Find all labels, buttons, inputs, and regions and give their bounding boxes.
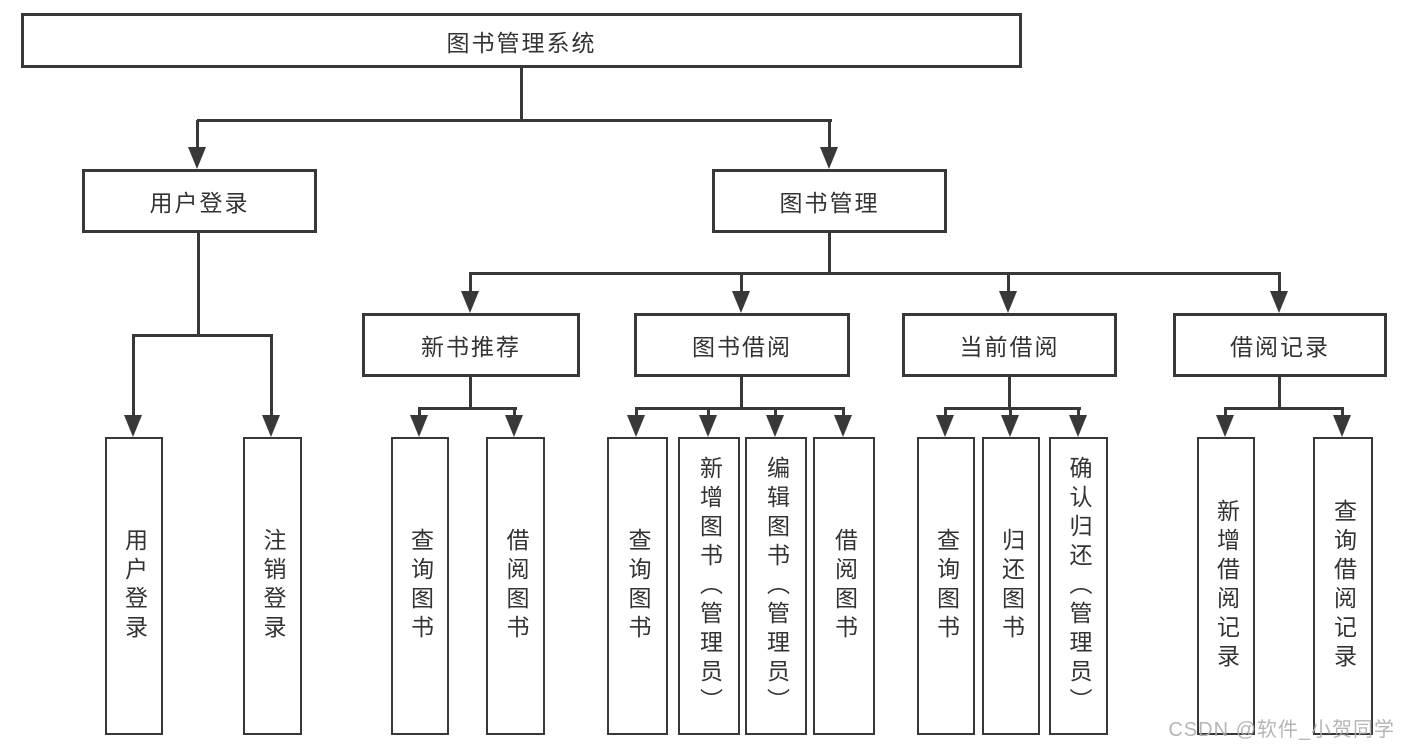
arrow-down-icon: [936, 415, 954, 437]
connector-line: [842, 408, 845, 419]
arrow-down-icon: [262, 415, 280, 437]
connector-line: [197, 119, 832, 122]
node-label: 当前借阅: [959, 334, 1060, 360]
connector-line: [1007, 273, 1010, 295]
node-label: 借阅图书: [503, 528, 529, 644]
node-label: 图书管理系统: [446, 29, 597, 56]
node-borrow-book-recommend: 借阅图书: [486, 437, 545, 735]
node-borrow-book: 借阅图书: [813, 437, 875, 735]
node-label: 编辑图书（管理员）: [763, 455, 790, 717]
node-user-login-op: 用户登录: [105, 437, 163, 735]
connector-line: [270, 335, 273, 419]
arrow-down-icon: [732, 291, 750, 313]
node-label: 查询图书: [933, 528, 960, 644]
arrow-down-icon: [1333, 415, 1351, 437]
arrow-down-icon: [820, 147, 838, 169]
arrow-down-icon: [699, 415, 717, 437]
node-add-borrow-record: 新增借阅记录: [1197, 437, 1255, 735]
connector-line: [132, 334, 273, 337]
connector-line: [944, 408, 947, 419]
node-label: 查询图书: [407, 528, 434, 644]
node-label: 借阅记录: [1230, 334, 1330, 360]
arrow-down-icon: [1069, 415, 1087, 437]
node-label: 确认归还（管理员）: [1066, 455, 1092, 717]
arrow-down-icon: [766, 415, 784, 437]
connector-line: [469, 273, 472, 295]
node-query-borrow-record: 查询借阅记录: [1313, 437, 1373, 735]
arrow-down-icon: [188, 147, 206, 169]
arrow-down-icon: [1270, 291, 1288, 313]
connector-line: [707, 408, 710, 419]
connector-line: [196, 120, 199, 151]
arrow-down-icon: [410, 415, 428, 437]
connector-line: [774, 408, 777, 419]
node-label: 图书管理: [779, 190, 880, 216]
connector-line: [740, 273, 743, 295]
node-query-book-recommend: 查询图书: [391, 437, 449, 735]
connector-line: [418, 407, 517, 410]
node-book-borrowing: 图书借阅: [634, 313, 850, 377]
connector-line: [1341, 408, 1344, 419]
arrow-down-icon: [124, 415, 142, 437]
connector-line: [828, 233, 831, 275]
connector-line: [1009, 408, 1012, 419]
node-label: 归还图书: [998, 528, 1025, 644]
node-label: 新增图书（管理员）: [696, 455, 723, 717]
node-label: 注销登录: [260, 528, 286, 644]
node-label: 用户登录: [121, 528, 148, 644]
node-label: 借阅图书: [831, 528, 858, 644]
arrow-down-icon: [461, 291, 479, 313]
connector-line: [740, 377, 743, 410]
node-label: 查询图书: [625, 528, 651, 644]
connector-line: [1224, 407, 1344, 410]
arrow-down-icon: [627, 415, 645, 437]
arrow-down-icon: [505, 415, 523, 437]
node-user-login: 用户登录: [82, 169, 317, 233]
connector-line: [944, 407, 1081, 410]
connector-line: [635, 408, 638, 419]
connector-line: [469, 377, 472, 410]
connector-line: [828, 120, 831, 151]
connector-line: [1278, 273, 1281, 295]
connector-line: [1224, 408, 1227, 419]
connector-line: [418, 408, 421, 419]
node-label: 图书借阅: [692, 334, 792, 360]
node-label: 用户登录: [149, 190, 250, 216]
connector-line: [520, 68, 523, 122]
node-confirm-return-admin: 确认归还（管理员）: [1049, 437, 1108, 735]
connector-line: [1077, 408, 1080, 419]
node-logout-op: 注销登录: [243, 437, 302, 735]
arrow-down-icon: [1216, 415, 1234, 437]
connector-line: [1008, 377, 1011, 410]
connector-line: [197, 233, 200, 337]
node-return-book: 归还图书: [982, 437, 1040, 735]
node-book-management: 图书管理: [712, 169, 947, 233]
node-query-book-borrow: 查询图书: [607, 437, 668, 735]
node-current-borrowing: 当前借阅: [902, 313, 1117, 377]
node-label: 新书推荐: [421, 334, 521, 360]
node-label: 查询借阅记录: [1330, 499, 1357, 673]
node-query-book-current: 查询图书: [917, 437, 975, 735]
watermark-text: CSDN @软件_小贺同学: [1168, 719, 1395, 741]
node-edit-book-admin: 编辑图书（管理员）: [745, 437, 807, 735]
arrow-down-icon: [999, 291, 1017, 313]
arrow-down-icon: [1001, 415, 1019, 437]
connector-line: [1278, 377, 1281, 410]
connector-line: [513, 408, 516, 419]
arrow-down-icon: [834, 415, 852, 437]
node-library-management-system: 图书管理系统: [21, 13, 1022, 68]
node-new-book-recommendation: 新书推荐: [362, 313, 580, 377]
connector-line: [132, 335, 135, 419]
connector-line: [469, 272, 1281, 275]
node-borrowing-records: 借阅记录: [1173, 313, 1387, 377]
node-add-book-admin: 新增图书（管理员）: [678, 437, 740, 735]
node-label: 新增借阅记录: [1213, 499, 1240, 673]
